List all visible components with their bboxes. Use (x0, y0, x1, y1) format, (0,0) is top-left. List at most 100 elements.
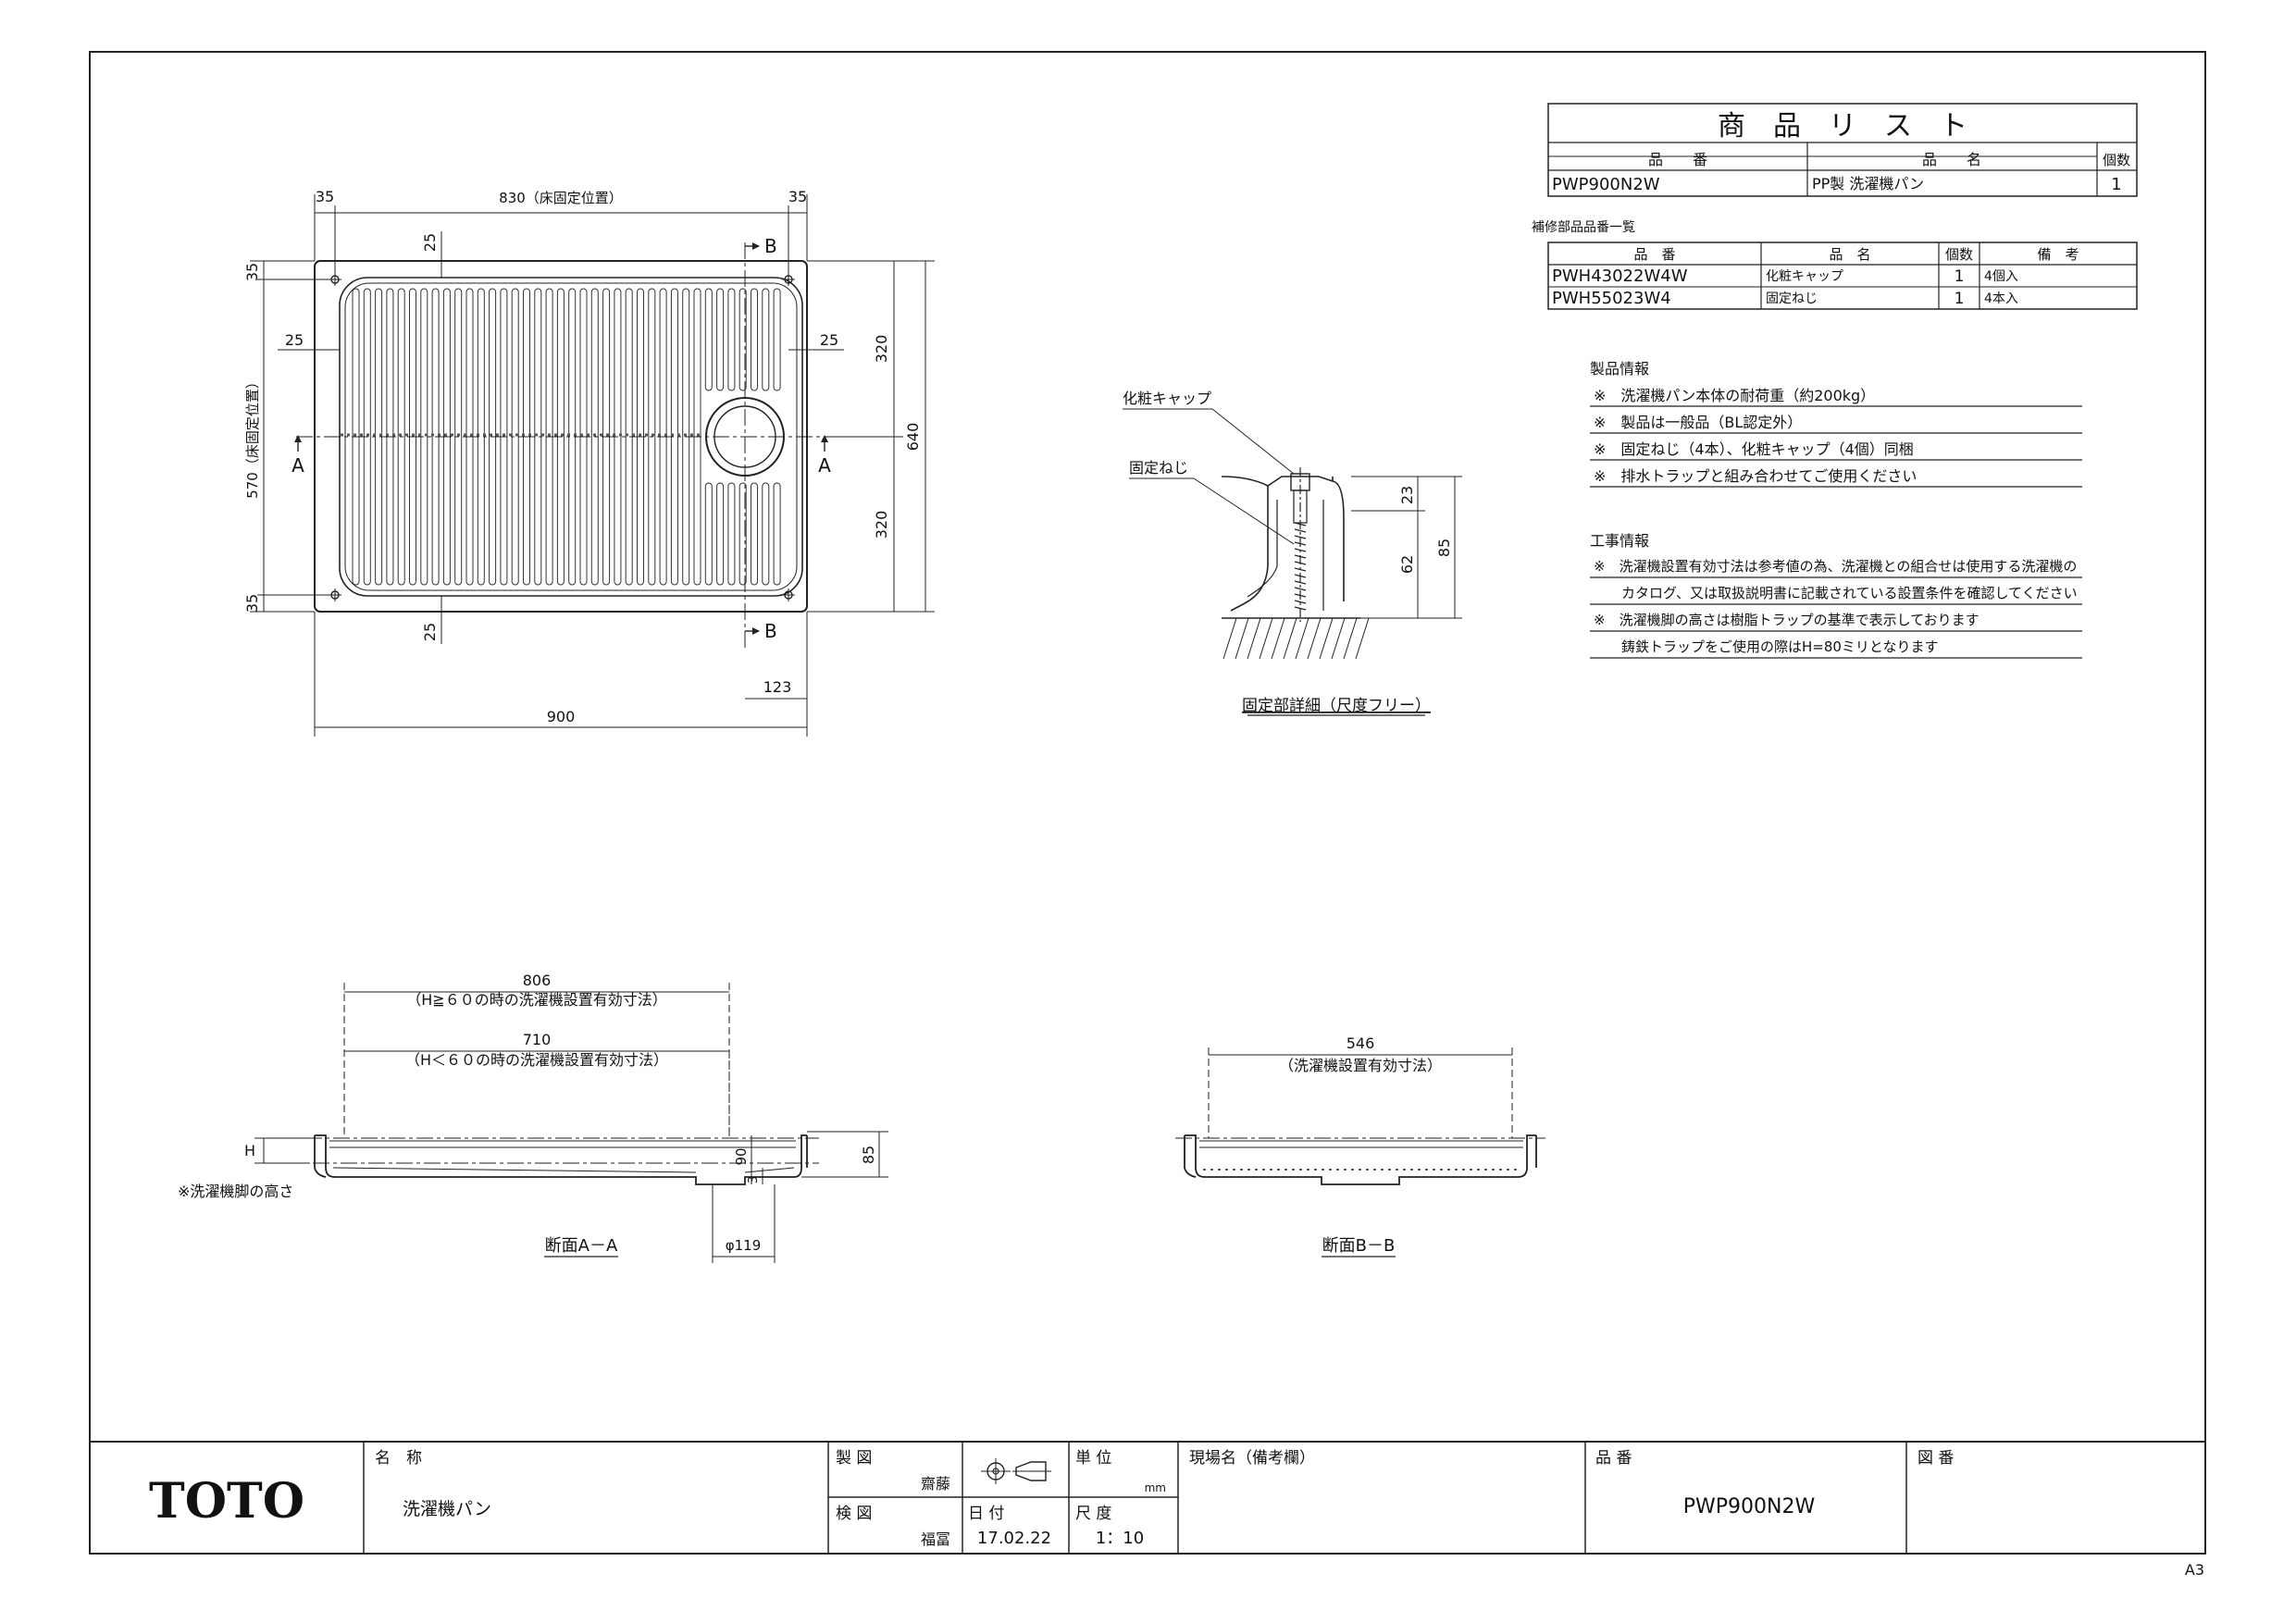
product-list-row-qty: 1 (2111, 175, 2121, 194)
dim-right-top: 320 (873, 335, 890, 364)
drawing-no-label: 図 番 (1917, 1449, 1954, 1468)
rib (704, 288, 713, 391)
section-bb-caption: 断面B－B (1322, 1236, 1396, 1256)
svg-text:B: B (764, 620, 777, 642)
repair-header-qty: 個数 (1945, 246, 1973, 263)
rib (648, 288, 656, 586)
construction-info-item-4: 鋳鉄トラップをご使用の際はH=80ミリとなります (1594, 638, 1939, 655)
rib (397, 288, 405, 586)
dim-top-mid: 830（床固定位置） (499, 190, 623, 206)
note-546: （洗濯機設置有効寸法） (1279, 1057, 1442, 1074)
rib (590, 288, 599, 586)
name-value: 洗濯機パン (403, 1499, 491, 1519)
rib (727, 288, 736, 391)
dim-inner-right: 25 (820, 331, 838, 349)
floor-hatch (1222, 617, 1370, 660)
site-label: 現場名（備考欄） (1189, 1449, 1315, 1468)
product-info-item-4: ※ 排水トラップと組み合わせてご使用ください (1594, 467, 1917, 485)
rib (738, 288, 747, 391)
rib (773, 288, 781, 391)
dim-23: 23 (1398, 486, 1416, 504)
product-info-notes: 製品情報 ※ 洗濯機パン本体の耐荷重（約200kg） ※ 製品は一般品（BL認定… (1590, 360, 2082, 488)
dim-left-bottom: 35 (243, 594, 261, 613)
section-bb-view: 546 （洗濯機設置有効寸法） 断面B－B (1175, 1035, 1545, 1258)
product-list-row-part-no: PWP900N2W (1552, 175, 1660, 194)
drawn-label: 製 図 (836, 1449, 872, 1468)
product-list-header-name: 品 名 (1922, 151, 1981, 168)
repair-row-2-part-no: PWH55023W4 (1552, 289, 1671, 308)
construction-info-item-2: カタログ、又は取扱説明書に記載されている設置条件を確認してください (1594, 585, 2078, 601)
dim-85-section: 85 (860, 1146, 877, 1164)
label-fixing-screw: 固定ねじ (1129, 459, 1188, 477)
dim-inner-left: 25 (285, 331, 304, 349)
dim-overall-width: 900 (547, 708, 576, 725)
sheet-size: A3 (2185, 1561, 2204, 1579)
svg-text:A: A (292, 454, 304, 477)
section-marker-b-bottom: B (745, 620, 777, 642)
dim-left-mid: 570（床固定位置） (244, 375, 261, 499)
dim-drain-offset: 123 (763, 678, 792, 696)
section-marker-b-top: B (745, 235, 777, 257)
dim-inner-top: 25 (421, 233, 439, 252)
checked-label: 検 図 (836, 1505, 872, 1523)
repair-row-2-note: 4本入 (1984, 291, 2018, 306)
section-aa-view: 806 （H≧６０の時の洗濯機設置有効寸法） 710 （H＜６０の時の洗濯機設置… (178, 972, 888, 1263)
product-list-header-part-no: 品 番 (1648, 151, 1707, 168)
section-aa-caption: 断面A－A (545, 1236, 618, 1256)
section-marker-a-left: A (292, 435, 304, 477)
title-block: TOTO 名 称 洗濯機パン 製 図 齋藤 検 図 福冨 日 付 17.02.2… (90, 1441, 2205, 1579)
product-info-item-1: ※ 洗濯機パン本体の耐荷重（約200kg） (1594, 387, 1875, 404)
construction-info-item-3: ※ 洗濯機脚の高さは樹脂トラップの基準で表示しております (1594, 612, 1980, 628)
part-value: PWP900N2W (1683, 1495, 1816, 1518)
dim-left-top: 35 (243, 263, 261, 281)
repair-row-1-name: 化粧キャップ (1766, 269, 1843, 284)
rib (716, 482, 725, 586)
product-list-title: 商 品 リ ス ト (1718, 110, 1967, 142)
svg-text:A: A (818, 454, 831, 477)
rib (773, 482, 781, 586)
dim-85: 85 (1435, 539, 1453, 557)
dim-710: 710 (523, 1031, 552, 1048)
dim-h: H (244, 1142, 255, 1159)
product-list-table: 商 品 リ ス ト 品 番 品 名 個数 PWP900N2W PP製 洗濯機パン… (1547, 103, 2138, 197)
note-710: （H＜６０の時の洗濯機設置有効寸法） (405, 1051, 668, 1069)
repair-row-2-qty: 1 (1955, 290, 1965, 308)
rib (751, 482, 758, 586)
product-info-item-3: ※ 固定ねじ（4本）、化粧キャップ（4個）同梱 (1594, 440, 1914, 458)
svg-text:B: B (764, 235, 777, 257)
fixing-detail-view: 化粧キャップ 固定ねじ 23 62 85 固定部詳細（尺度フリー） (1123, 390, 1462, 716)
dim-90: 90 (733, 1147, 750, 1165)
dim-top-left: 35 (316, 188, 334, 205)
rib (738, 482, 747, 586)
repair-header-name: 品 名 (1829, 246, 1870, 263)
construction-info-notes: 工事情報 ※ 洗濯機設置有効寸法は参考値の為、洗濯機との組合せは使用する洗濯機の… (1590, 532, 2082, 659)
repair-row-2-name: 固定ねじ (1766, 291, 1818, 306)
unit-label: 単 位 (1075, 1449, 1111, 1468)
dim-inner-bottom: 25 (421, 623, 439, 641)
construction-info-title: 工事情報 (1590, 532, 1649, 550)
drawn-by: 齋藤 (921, 1475, 950, 1493)
part-label: 品 番 (1595, 1449, 1632, 1468)
rib (454, 288, 463, 586)
repair-row-1-qty: 1 (1955, 267, 1965, 286)
repair-header-note: 備 考 (2037, 246, 2079, 263)
repair-parts-table: 補修部品品番一覧 品 番 品 名 個数 備 考 PWH43022W4W 化粧キャ… (1532, 219, 2138, 310)
section-marker-a-right: A (818, 435, 831, 477)
scale-value: 1：10 (1096, 1529, 1144, 1548)
dim-right-bottom: 320 (873, 511, 890, 539)
dim-806: 806 (523, 972, 552, 989)
toto-logo: TOTO (149, 1473, 304, 1530)
product-list-header-qty: 個数 (2103, 152, 2130, 168)
product-list-row-name: PP製 洗濯機パン (1812, 175, 1924, 192)
rib (751, 288, 758, 391)
unit-value: mm (1145, 1481, 1166, 1494)
scale-label: 尺 度 (1075, 1505, 1111, 1523)
note-leg-height: ※洗濯機脚の高さ (178, 1183, 293, 1200)
product-info-title: 製品情報 (1590, 360, 1649, 378)
name-label: 名 称 (375, 1449, 422, 1468)
dim-62: 62 (1398, 555, 1416, 574)
construction-info-item-1: ※ 洗濯機設置有効寸法は参考値の為、洗濯機との組合せは使用する洗濯機の (1594, 558, 2077, 575)
repair-row-1-part-no: PWH43022W4W (1552, 266, 1688, 286)
note-806: （H≧６０の時の洗濯機設置有効寸法） (406, 991, 666, 1009)
